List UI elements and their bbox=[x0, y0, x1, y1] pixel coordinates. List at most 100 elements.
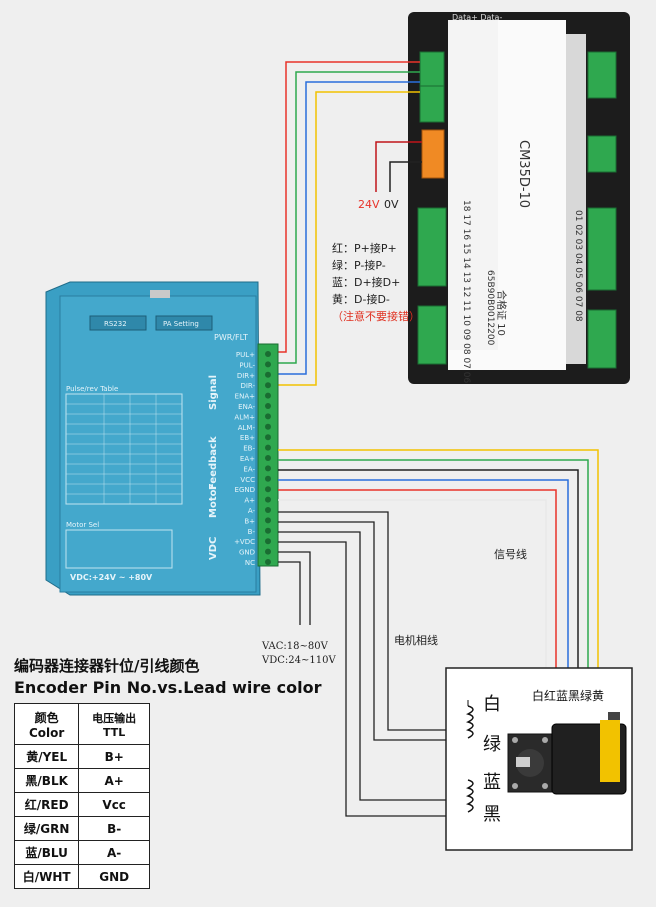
signal-line-label: 信号线 bbox=[494, 548, 527, 561]
controller-terminal-block-top bbox=[419, 51, 445, 123]
terminal-screw bbox=[265, 527, 271, 534]
driver-terminal-label: PUL- bbox=[239, 361, 255, 369]
cell-color: 白/WHT bbox=[13, 864, 80, 889]
terminal-screw bbox=[265, 496, 271, 503]
terminal-screw bbox=[265, 423, 271, 430]
terminal-screw bbox=[265, 351, 271, 357]
terminal-screw bbox=[265, 538, 271, 545]
coil-label: 绿 bbox=[483, 734, 501, 755]
note-line: 黄：D-接D- bbox=[332, 293, 390, 306]
pwr-24: 24V bbox=[358, 198, 380, 211]
driver-terminal-label: EA+ bbox=[240, 455, 255, 463]
controller-right-terminal-4 bbox=[587, 309, 617, 369]
wiring-warning: （注意不要接错） bbox=[332, 310, 420, 323]
coil-label: 白 bbox=[483, 694, 501, 715]
power-wires bbox=[375, 141, 422, 192]
controller-right-strip bbox=[566, 34, 586, 364]
driver-terminal-label: B+ bbox=[244, 517, 255, 525]
terminal-screw bbox=[265, 444, 271, 451]
driver-terminal-label: EGND bbox=[235, 486, 255, 494]
cell-ttl: B- bbox=[78, 816, 150, 841]
driver-terminal-label: PUL+ bbox=[236, 351, 255, 359]
controller-model-text: CM35D-10 bbox=[516, 140, 531, 208]
terminal-screw bbox=[265, 455, 271, 461]
vac-range: VAC:18~80V bbox=[262, 641, 328, 652]
stepper-driver: RS232 PA Setting PWR/FLT Pulse/rev Table… bbox=[45, 281, 279, 596]
driver-terminal-label: GND bbox=[239, 549, 255, 557]
coil-label: 蓝 bbox=[483, 772, 501, 793]
vdc-range: VDC:24~110V bbox=[262, 655, 336, 666]
note-line: 绿：P-接P- bbox=[332, 259, 386, 272]
terminal-screw bbox=[265, 507, 271, 513]
drv-voltage: VDC:+24V ~ +80V bbox=[70, 573, 153, 582]
terminal-screw bbox=[265, 434, 271, 441]
controller-right-terminal-3 bbox=[587, 207, 617, 291]
controller-terminal-block-bottom bbox=[417, 305, 447, 365]
drv-pulse-title: Pulse/rev Table bbox=[66, 385, 118, 393]
coil-1-icon bbox=[465, 705, 474, 739]
driver-terminal-label: A+ bbox=[244, 497, 255, 505]
terminal-screw bbox=[265, 559, 271, 565]
driver-terminal-label: VCC bbox=[240, 476, 255, 484]
driver-terminal-label: EB- bbox=[243, 445, 255, 453]
ctl-pins: 18 17 16 15 14 13 12 11 10 09 08 07 06 bbox=[461, 200, 471, 383]
ctl-header: Data+ Data- bbox=[452, 13, 502, 22]
terminal-screw bbox=[265, 465, 271, 472]
terminal-screw bbox=[265, 517, 271, 524]
header-ttl: 电压输出 TTL bbox=[78, 703, 150, 745]
driver-terminal-label: NC bbox=[245, 559, 255, 567]
terminal-screw bbox=[265, 361, 271, 368]
ctl-rpins: 01 02 03 04 05 06 07 08 bbox=[573, 210, 583, 322]
terminal-screw bbox=[265, 382, 271, 389]
table-header-row: 颜色 Color 电压输出 TTL bbox=[13, 703, 150, 745]
note-line: 红：P+接P+ bbox=[332, 242, 397, 255]
driver-terminal-label: ENA- bbox=[238, 403, 255, 411]
terminal-screw bbox=[265, 413, 271, 420]
cell-color: 黑/BLK bbox=[13, 768, 80, 793]
note-line: 蓝：D+接D+ bbox=[332, 276, 401, 289]
terminal-screw bbox=[265, 548, 271, 555]
drv-rs232: RS232 bbox=[104, 320, 127, 328]
cell-color: 黄/YEL bbox=[13, 744, 80, 769]
cell-ttl: GND bbox=[78, 864, 150, 889]
controller-terminal-block-mid bbox=[417, 207, 447, 287]
driver-terminal-label: ENA+ bbox=[235, 393, 255, 401]
pwr-0: 0V bbox=[384, 198, 399, 211]
cell-ttl: B+ bbox=[78, 744, 150, 769]
terminal-screw bbox=[265, 403, 271, 409]
drv-feedback-side: Feedback bbox=[208, 436, 219, 490]
header-color: 颜色 Color bbox=[13, 703, 80, 745]
drv-signal: Signal bbox=[208, 375, 219, 410]
controller-power-terminal bbox=[421, 129, 445, 179]
terminal-screw bbox=[265, 392, 271, 399]
supply-voltage: VAC:18~80V VDC:24~110V bbox=[262, 640, 336, 668]
ctl-serial: 65B90B0012200 bbox=[485, 270, 495, 346]
motor-wire-colors: 白红蓝黑绿黄 bbox=[532, 689, 605, 703]
driver-terminal-label: EB+ bbox=[240, 434, 255, 442]
cell-color: 绿/GRN bbox=[13, 816, 80, 841]
driver-terminal-label: DIR+ bbox=[237, 372, 255, 380]
motor-phase-wires bbox=[278, 511, 468, 817]
drv-vdc-side: VDC bbox=[208, 537, 219, 560]
drv-motor-side: Motor bbox=[208, 485, 219, 518]
coil-2-icon bbox=[465, 779, 474, 813]
driver-terminal-label: +VDC bbox=[234, 538, 255, 546]
driver-terminal-label: ALM- bbox=[238, 424, 256, 432]
stepper-motor-image bbox=[507, 712, 627, 795]
motor-phase-label: 电机相线 bbox=[394, 634, 438, 647]
coil-label: 黑 bbox=[483, 804, 501, 825]
encoder-title-cn: 编码器连接器针位/引线颜色 bbox=[14, 657, 200, 675]
ctl-cert: 合格证 10 bbox=[495, 290, 508, 336]
driver-terminal-label: A- bbox=[248, 507, 256, 515]
ctl-model: CM35D-10 bbox=[516, 140, 531, 208]
drv-motor-sel: Motor Sel bbox=[66, 521, 99, 529]
drv-pa: PA Setting bbox=[163, 320, 199, 328]
